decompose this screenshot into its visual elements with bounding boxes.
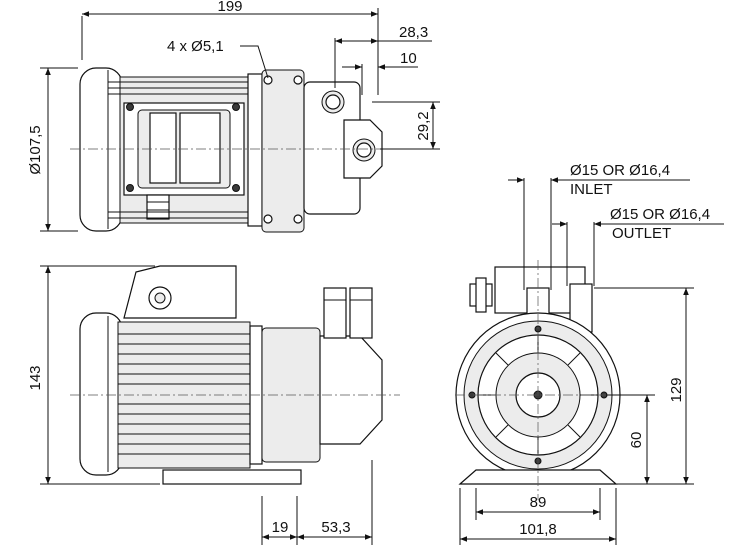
port-height-label: 129 <box>668 377 685 402</box>
front-view-dimensions: Ø15 OR Ø16,4 INLET Ø15 OR Ø16,4 OUTLET 1… <box>459 162 724 545</box>
foot-to-flange-label: 53,3 <box>321 519 350 536</box>
foot-hole-spacing-label: 89 <box>530 494 547 511</box>
motor-diameter-label: Ø107,5 <box>27 125 44 174</box>
total-height-label: 143 <box>27 365 44 390</box>
front-view <box>455 260 625 500</box>
port-offset-label: 10 <box>400 50 417 67</box>
port-height-top-label: 29,2 <box>415 111 432 140</box>
flange-offset-label: 28,3 <box>399 24 428 41</box>
outlet-label: OUTLET <box>612 225 671 242</box>
side-view <box>70 265 400 485</box>
foot-width-label: 101,8 <box>519 521 557 538</box>
overall-length-label: 199 <box>217 0 242 15</box>
top-view-dimensions: 199 28,3 10 29,2 4 x Ø5,1 Ø107,5 <box>27 0 440 232</box>
foot-gap-label: 19 <box>272 519 289 536</box>
shaft-height-label: 60 <box>628 432 645 449</box>
inlet-spec-label: Ø15 OR Ø16,4 <box>570 162 670 179</box>
inlet-label: INLET <box>570 181 613 198</box>
side-view-dimensions: 143 19 53,3 <box>27 265 373 545</box>
outlet-spec-label: Ø15 OR Ø16,4 <box>610 206 710 223</box>
top-view <box>70 67 400 233</box>
hole-spec-label: 4 x Ø5,1 <box>167 38 224 55</box>
